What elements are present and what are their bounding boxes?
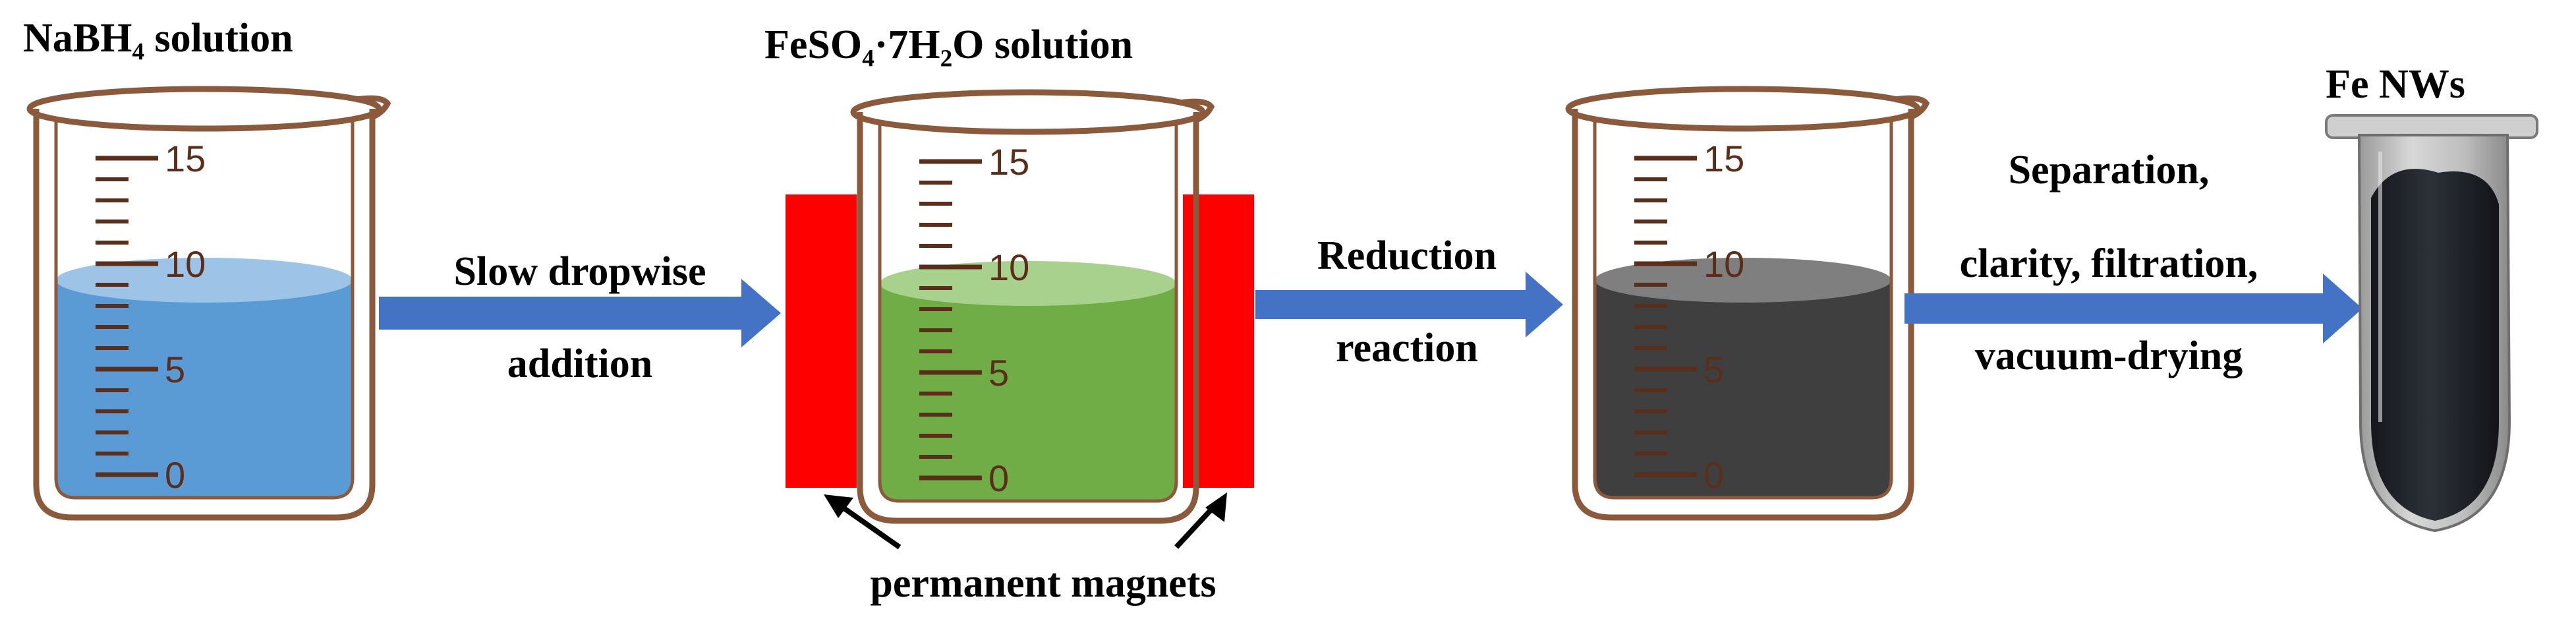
arrow-step3-icon <box>1904 274 2362 343</box>
scale-tick-label: 5 <box>165 349 185 390</box>
scale-tick-label: 15 <box>988 141 1029 183</box>
step1-text-line2: addition <box>507 341 653 386</box>
beaker-inner-line <box>54 122 355 500</box>
scale-tick-label: 0 <box>165 454 185 496</box>
beaker-inner-line <box>878 125 1178 503</box>
scale-tick-label: 15 <box>1703 138 1744 179</box>
beaker-product: 15 10 5 0 <box>1565 86 1930 521</box>
scale-tick-label: 0 <box>988 457 1009 499</box>
beaker-outline <box>1572 109 1914 521</box>
scale-tick-label: 10 <box>988 247 1029 288</box>
arrow-step2-icon <box>1255 272 1563 338</box>
scale-marks: 15 10 5 0 <box>96 138 206 496</box>
permanent-magnets-label: permanent magnets <box>870 561 1216 606</box>
beaker-rim <box>850 89 1206 135</box>
scale-tick-label: 10 <box>165 243 206 285</box>
arrow-step1-icon <box>379 279 781 347</box>
liquid-body <box>880 283 1176 501</box>
beaker-rim <box>26 86 382 132</box>
fe-nanowires <box>2371 169 2499 521</box>
step2-text-line1: Reduction <box>1317 233 1497 278</box>
liquid-surface <box>56 258 353 303</box>
liquid-surface <box>880 261 1176 306</box>
magnet-left <box>786 194 857 488</box>
beaker-nabh4: 15 10 5 0 <box>26 86 391 521</box>
scale-marks: 15 10 5 0 <box>919 141 1029 499</box>
beaker-outline <box>857 112 1199 524</box>
beaker-feso4: 15 10 5 0 <box>850 89 1215 524</box>
beaker-inner-line <box>1593 122 1893 500</box>
liquid-surface <box>1595 258 1891 303</box>
step2-text-line2: reaction <box>1336 326 1478 370</box>
scale-marks: 15 10 5 0 <box>1634 138 1744 496</box>
feso4-solution-label: FeSO₄·7H₂O solution <box>764 22 1133 67</box>
magnet-pointer-left-icon <box>824 494 902 550</box>
liquid-body <box>56 280 353 498</box>
beaker-spout <box>1894 95 1930 121</box>
beaker-outline <box>33 109 376 521</box>
step3-text-line3: vacuum-drying <box>1975 334 2243 378</box>
beaker-spout <box>1179 98 1215 125</box>
scale-tick-label: 5 <box>1703 349 1724 390</box>
scale-tick-label: 10 <box>1703 243 1744 285</box>
fe-nws-label: Fe NWs <box>2326 62 2465 107</box>
step3-text-line1: Separation, <box>2009 148 2210 192</box>
scale-tick-label: 0 <box>1703 454 1724 496</box>
scale-tick-label: 5 <box>988 352 1009 394</box>
tube-fe-nws <box>2325 114 2538 533</box>
step3-text-line2: clarity, filtration, <box>1960 241 2258 286</box>
step1-text-line1: Slow dropwise <box>454 249 706 294</box>
beaker-spout <box>355 95 391 121</box>
scale-tick-label: 15 <box>165 138 206 179</box>
magnet-pointer-right-icon <box>1174 492 1227 549</box>
liquid-body <box>1595 280 1891 498</box>
beaker-rim <box>1565 86 1921 132</box>
nabh4-solution-label: NaBH₄ solution <box>23 16 293 61</box>
